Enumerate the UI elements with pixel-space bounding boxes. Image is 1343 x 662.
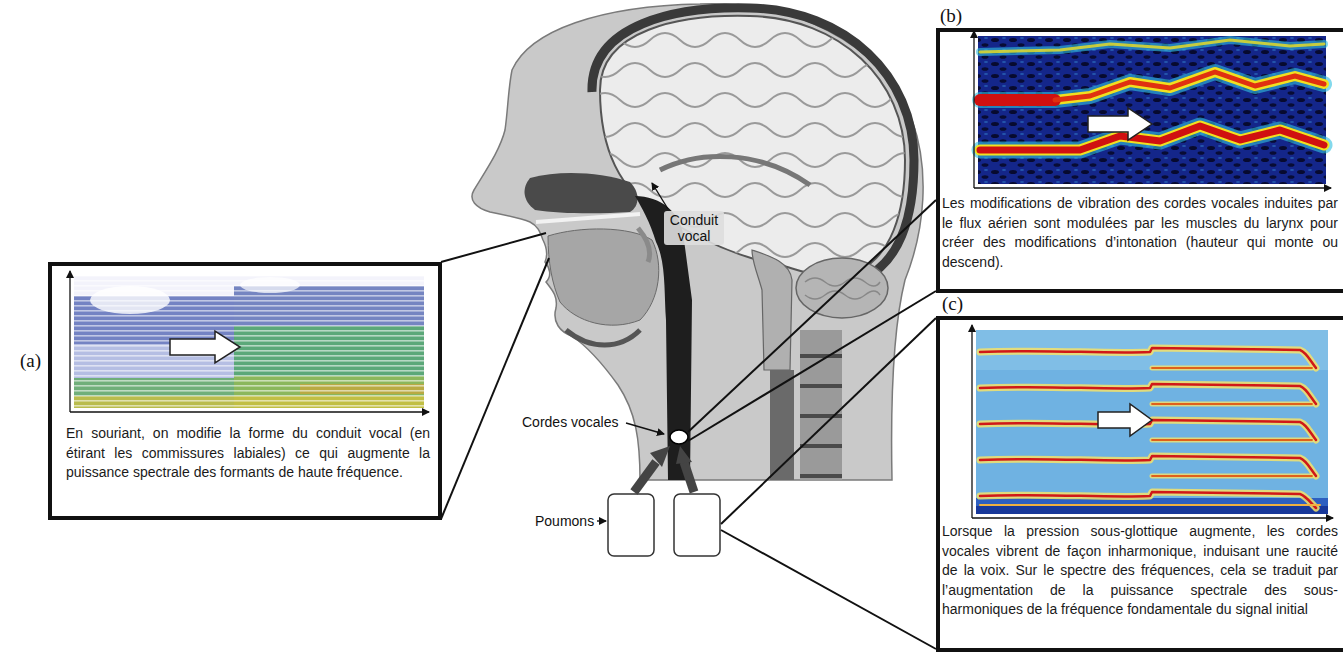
panel-caption: Les modifications de vibration des corde… [942, 194, 1338, 272]
spectrogram-b [974, 31, 1331, 188]
panel-caption: En souriant, on modifie la forme du cond… [66, 424, 430, 483]
label-arrows [597, 183, 668, 521]
part-label: Cordes vocales [522, 414, 619, 430]
leader-lines [441, 200, 936, 649]
head-illustration [472, 4, 923, 480]
spectrogram-a [70, 271, 429, 412]
panel-box: (c)Lorsque la pression sous-glottique au… [936, 316, 1343, 652]
panel-letter: (c) [942, 293, 963, 315]
panel-box: (a)En souriant, on modifie la forme du c… [48, 262, 442, 520]
panel-box: (b)Les modifications de vibration des co… [936, 28, 1343, 293]
part-label: Poumons [535, 513, 594, 529]
spectrogram-c [972, 325, 1333, 518]
panel-letter: (b) [940, 5, 962, 27]
panel-caption: Lorsque la pression sous-glottique augme… [942, 522, 1338, 620]
panel-letter: (a) [20, 350, 41, 372]
part-label: Conduit vocal [664, 211, 724, 245]
lungs-symbol [608, 446, 720, 556]
